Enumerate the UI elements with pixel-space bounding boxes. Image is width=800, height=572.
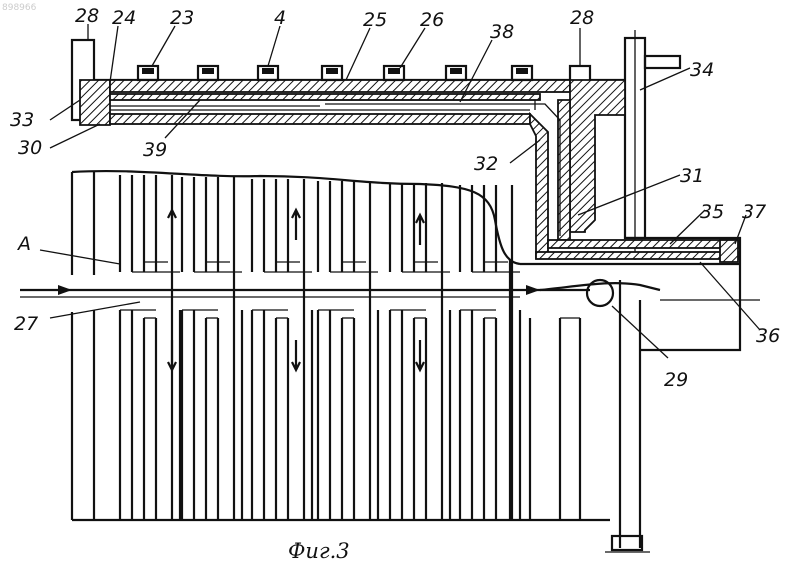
label-33: 33 xyxy=(10,109,34,131)
corner-mark: 898966 xyxy=(2,3,37,13)
label-37: 37 xyxy=(742,201,766,223)
jacket-layers xyxy=(80,80,740,264)
label-38: 38 xyxy=(490,21,514,43)
label-31: 31 xyxy=(680,165,704,187)
label-28-left: 28 xyxy=(75,5,99,27)
arrow-down xyxy=(416,340,424,370)
label-23: 23 xyxy=(170,7,194,29)
label-28-right: 28 xyxy=(570,7,594,29)
label-36: 36 xyxy=(756,325,780,347)
label-25: 25 xyxy=(363,9,387,31)
arrow-up xyxy=(292,210,300,240)
arrow-up xyxy=(168,210,176,240)
label-30: 30 xyxy=(18,137,42,159)
label-35: 35 xyxy=(700,201,724,223)
label-26: 26 xyxy=(420,9,444,31)
label-4: 4 xyxy=(274,7,286,29)
label-39: 39 xyxy=(143,139,167,161)
disc-stack xyxy=(72,172,610,520)
arrow-down xyxy=(292,340,300,370)
arrow-up xyxy=(416,215,424,245)
label-27: 27 xyxy=(14,313,38,335)
label-A: A xyxy=(16,233,31,255)
label-34: 34 xyxy=(690,59,714,81)
arrow-down xyxy=(168,340,176,370)
leader-lines xyxy=(40,24,760,358)
label-29: 29 xyxy=(664,369,688,391)
label-24: 24 xyxy=(112,7,136,29)
callout-labels: 28 24 23 4 25 26 38 28 34 33 30 39 32 31… xyxy=(10,5,780,391)
figure-caption: Фиг.3 xyxy=(288,539,350,563)
label-32: 32 xyxy=(474,153,498,175)
flow-axis xyxy=(20,283,760,300)
